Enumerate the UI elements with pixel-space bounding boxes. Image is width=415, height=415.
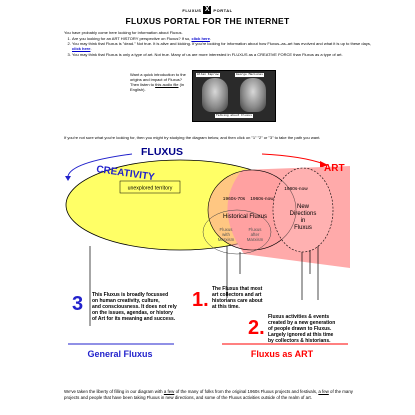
art-arrow [261, 153, 325, 165]
photo-name-right: George Maciunas [235, 73, 265, 77]
path-2-line1: Fluxus activities & events [268, 314, 329, 320]
audio-file-link[interactable]: this audio file [155, 82, 179, 87]
logo-right-text: PORTAL [213, 7, 233, 13]
question-end: . [90, 46, 92, 52]
logo-left-text: FLUXUS [182, 7, 202, 13]
question-text: You may think that Fluxus is only a type… [72, 51, 343, 57]
path-2-line4: Largely ignored at this time [268, 332, 334, 338]
new-directions-line2[interactable]: Directions [290, 211, 317, 217]
question-art-history: Are you looking for an ART HISTORY persp… [72, 36, 372, 41]
path-1-line1: The Fluxus that most [212, 286, 263, 292]
with-marxism-line3: Marxism [218, 237, 235, 242]
fluxus-diagram: FLUXUS CREATIVITY ART unexplored territo… [65, 148, 350, 359]
path-3-line2: on human creativity, culture, [92, 298, 160, 304]
with-marxism-line2: with [222, 232, 230, 237]
audio-text-end: (in English). [130, 82, 185, 92]
after-marxism-line2: after [251, 232, 260, 237]
period-marxism: 1960s-now [250, 196, 274, 202]
fluxus-now-link[interactable]: click here [72, 46, 91, 52]
kaprow-portrait [202, 78, 228, 112]
unexplored-box [119, 180, 181, 194]
kaprow-maciunas-photo[interactable]: Allan Kaprow George Maciunas Talking abo… [192, 70, 276, 122]
audio-intro: Want a quick introduction to the origins… [130, 72, 187, 92]
after-marxism-line1: Fluxus [249, 227, 263, 232]
path-2-line5: by collectors & historians. [268, 338, 331, 344]
maciunas-portrait [240, 78, 266, 112]
creativity-arrowhead [65, 176, 71, 181]
page-title: FLUXUS PORTAL FOR THE INTERNET [125, 16, 290, 26]
path-3-line4: on the issues, agendas, or history [92, 310, 173, 316]
question-list: Are you looking for an ART HISTORY persp… [64, 36, 372, 57]
question-text: You may think that Fluxus is "dead." Not… [72, 41, 371, 47]
logo-mark: X [203, 6, 212, 14]
question-end: . [209, 36, 212, 41]
path-1-number[interactable]: 1. [192, 289, 209, 311]
art-label: ART [324, 163, 345, 174]
new-directions-line4[interactable]: Fluxus [294, 225, 312, 231]
question-creative-force: You may think that Fluxus is only a type… [72, 52, 372, 57]
path-1-line2: art collectors and art [212, 292, 262, 298]
historical-fluxus-label[interactable]: Historical Fluxus [223, 214, 267, 220]
new-directions-line1[interactable]: New [297, 204, 310, 210]
historical-fluxus-ellipse[interactable] [207, 169, 297, 251]
path-1-line3: historians care about [212, 298, 263, 304]
fluxus-label: FLUXUS [141, 148, 183, 158]
bottom-text-1: We've taken the liberty of filling in ou… [64, 389, 164, 394]
art-arrowhead [320, 161, 328, 168]
period-new: 1960s-now [284, 186, 308, 192]
fluxus-as-art-title[interactable]: Fluxus as ART [251, 349, 314, 359]
art-history-link[interactable]: click here [191, 36, 210, 41]
few-new-link[interactable]: a few [318, 389, 329, 394]
question-text: Are you looking for an ART HISTORY persp… [72, 36, 192, 41]
unexplored-label: unexplored territory [128, 186, 173, 192]
photo-name-left: Allan Kaprow [196, 73, 220, 77]
photo-caption: Talking about Fluxus [215, 114, 254, 118]
audio-text: Want a quick introduction to the origins… [130, 72, 186, 87]
new-directions-line3[interactable]: in [301, 218, 306, 224]
period-historical: 1960s-70s [223, 196, 246, 202]
marxism-ellipse [202, 209, 272, 255]
path-3-line5: of Art for its meaning and success. [92, 316, 176, 322]
with-marxism-line1: Fluxus [220, 227, 234, 232]
path-3-line3: and consciousness. It does not rely [92, 304, 177, 310]
diagram-instructions: If you're not sure what you're looking f… [64, 135, 321, 140]
path-2-number[interactable]: 2. [248, 317, 265, 339]
path-1-line4: at this time. [212, 304, 240, 310]
path-3-number[interactable]: 3 [72, 293, 83, 315]
question-alive: You may think that Fluxus is "dead." Not… [72, 41, 372, 51]
path-3-line1: This Fluxus is broadly focussed [92, 292, 168, 298]
creativity-arrow [67, 153, 133, 177]
path-2-line2: created by a new generation [268, 320, 335, 326]
general-fluxus-title[interactable]: General Fluxus [87, 349, 152, 359]
new-directions-ellipse[interactable] [272, 167, 334, 253]
path-2-line3: of people drawn to Fluxus. [268, 326, 332, 332]
fluxus-portal-logo: FLUXUS X PORTAL [0, 5, 415, 15]
after-marxism-line3: Marxism [247, 237, 264, 242]
few-original-link[interactable]: a few [163, 389, 175, 394]
bottom-text-2: of the many of folks from the original 1… [174, 389, 319, 394]
bottom-paragraph: We've taken the liberty of filling in ou… [64, 389, 354, 400]
bottom-text-3: of the many projects and people that hav… [64, 389, 353, 400]
intro-text: You have probably come here looking for … [64, 30, 183, 35]
